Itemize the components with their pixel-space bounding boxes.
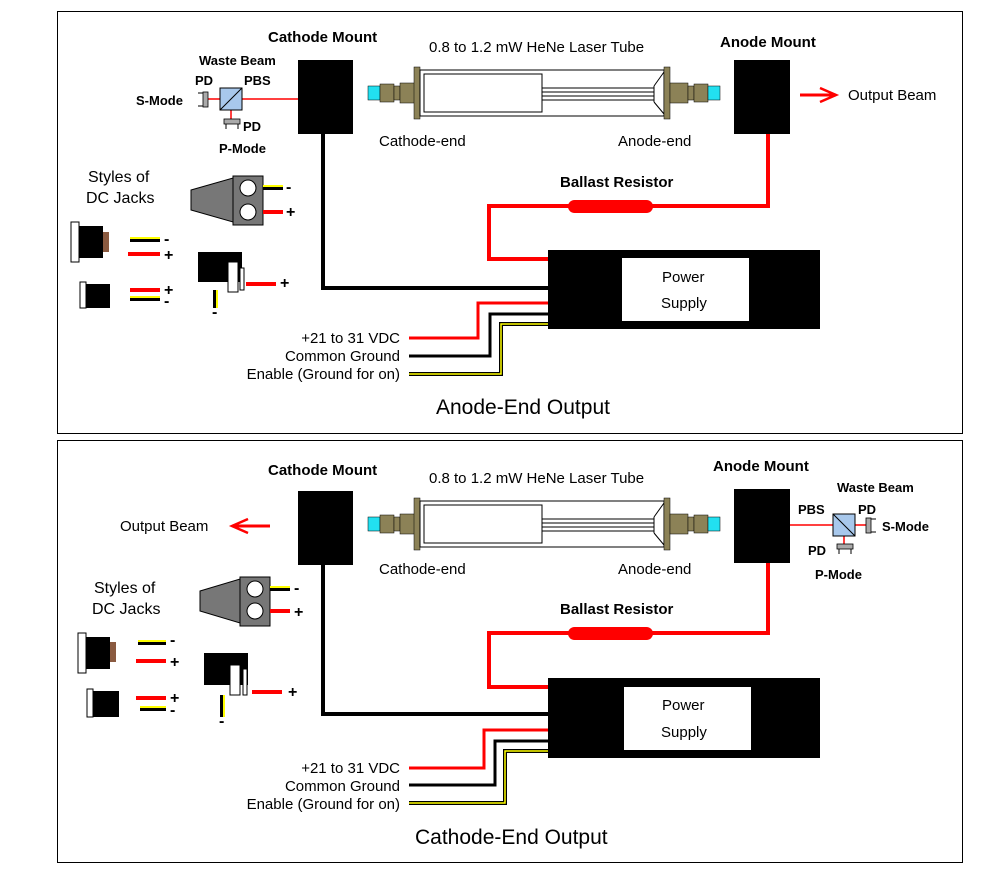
waste-beam-label: Waste Beam <box>199 53 276 68</box>
ballast-resistor <box>568 627 653 640</box>
jack2-minus: - <box>170 632 175 649</box>
anode-mount <box>734 60 790 134</box>
pd-p-label: PD <box>808 543 826 558</box>
waste-beam-assembly: Waste Beam PD PBS S-Mode PD P-Mode <box>136 53 298 156</box>
tube-title: 0.8 to 1.2 mW HeNe Laser Tube <box>429 470 644 487</box>
cathode-mount <box>298 491 353 565</box>
jack4-minus: - <box>219 713 224 730</box>
output-beam-label: Output Beam <box>848 87 936 104</box>
panel-caption: Anode-End Output <box>436 396 610 419</box>
wire-label-vdc: +21 to 31 VDC <box>301 330 400 347</box>
dc-jacks-legend: Styles of DC Jacks - + - + + - + - <box>77 576 303 730</box>
waste-beam-assembly: Waste Beam PBS PD S-Mode PD P-Mode <box>790 480 929 582</box>
jack3-plus: + <box>170 690 179 707</box>
output-beam-arrow <box>800 86 840 104</box>
pd-s-label: PD <box>195 73 213 88</box>
anode-mount <box>734 489 790 563</box>
diagram-cathode-end: Cathode Mount Anode Mount 0.8 to 1.2 mW … <box>77 458 929 849</box>
laser-tube <box>367 497 721 551</box>
output-beam-label: Output Beam <box>120 518 208 535</box>
jack3-minus: - <box>170 702 175 719</box>
cathode-mount <box>298 60 353 134</box>
anode-end-label: Anode-end <box>618 133 691 150</box>
tube-title: 0.8 to 1.2 mW HeNe Laser Tube <box>429 39 644 56</box>
jack3-minus: - <box>164 293 169 310</box>
jack4-plus: + <box>280 275 289 292</box>
cathode-mount-label: Cathode Mount <box>268 29 377 46</box>
jack4-plus: + <box>288 684 297 701</box>
s-mode-label: S-Mode <box>136 93 183 108</box>
jacks-title-1: Styles of <box>88 169 150 186</box>
pd-p-label: PD <box>243 119 261 134</box>
pd-s-label: PD <box>858 502 876 517</box>
ballast-resistor <box>568 200 653 213</box>
jack1-plus: + <box>294 604 303 621</box>
jack2-minus: - <box>164 231 169 248</box>
pbs-label: PBS <box>244 73 271 88</box>
s-mode-label: S-Mode <box>882 519 929 534</box>
laser-tube <box>367 66 721 120</box>
cathode-end-label: Cathode-end <box>379 561 466 578</box>
panel-cathode-end-output: Cathode Mount Anode Mount 0.8 to 1.2 mW … <box>57 440 963 863</box>
wire-label-vdc: +21 to 31 VDC <box>301 760 400 777</box>
jack1-plus: + <box>286 204 295 221</box>
panel-anode-end-output: Cathode Mount Anode Mount 0.8 to 1.2 mW … <box>57 11 963 434</box>
anode-mount-label: Anode Mount <box>720 34 816 51</box>
psu-label-2: Supply <box>661 295 707 312</box>
p-mode-label: P-Mode <box>219 141 266 156</box>
psu-label-2: Supply <box>661 724 707 741</box>
wire-label-ground: Common Ground <box>285 778 400 795</box>
ballast-label: Ballast Resistor <box>560 174 674 191</box>
jack1-minus: - <box>286 179 291 196</box>
anode-mount-label: Anode Mount <box>713 458 809 475</box>
jack1-minus: - <box>294 580 299 597</box>
wire-label-ground: Common Ground <box>285 348 400 365</box>
jacks-title-1: Styles of <box>94 580 156 597</box>
jack2-plus: + <box>170 654 179 671</box>
wiring <box>321 563 770 805</box>
panel-caption: Cathode-End Output <box>415 826 608 849</box>
jack4-minus: - <box>212 304 217 321</box>
waste-beam-label: Waste Beam <box>837 480 914 495</box>
jacks-title-2: DC Jacks <box>92 601 160 618</box>
cathode-end-label: Cathode-end <box>379 133 466 150</box>
wire-label-enable: Enable (Ground for on) <box>247 796 400 813</box>
jacks-title-2: DC Jacks <box>86 190 154 207</box>
output-beam-arrow <box>228 517 270 535</box>
jack3-plus: + <box>164 282 173 299</box>
diagram-anode-end: Cathode Mount Anode Mount 0.8 to 1.2 mW … <box>70 29 936 419</box>
dc-jacks-legend: Styles of DC Jacks - + - + + - + - <box>70 169 295 321</box>
pbs-label: PBS <box>798 502 825 517</box>
p-mode-label: P-Mode <box>815 567 862 582</box>
jack2-plus: + <box>164 247 173 264</box>
wire-label-enable: Enable (Ground for on) <box>247 366 400 383</box>
psu-label-1: Power <box>662 269 705 286</box>
anode-end-label: Anode-end <box>618 561 691 578</box>
cathode-mount-label: Cathode Mount <box>268 462 377 479</box>
psu-label-1: Power <box>662 697 705 714</box>
ballast-label: Ballast Resistor <box>560 601 674 618</box>
wiring <box>321 134 770 376</box>
